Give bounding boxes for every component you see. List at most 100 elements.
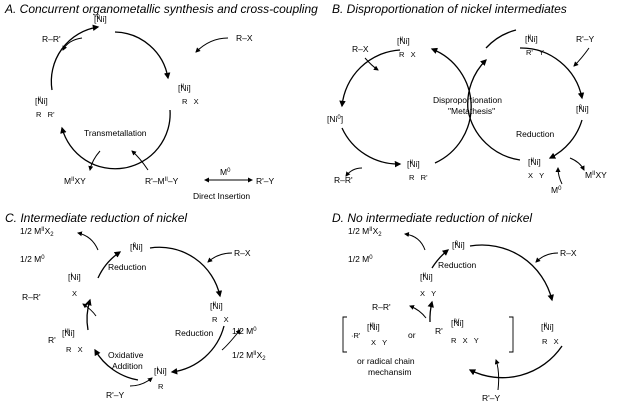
ry-label: R'–Y — [576, 34, 594, 44]
panel-c-title: C. Intermediate reduction of nickel — [5, 211, 188, 225]
mxy-arrow — [88, 150, 101, 171]
center-label-1: Disproportionation — [433, 95, 502, 105]
cycle-arc — [85, 298, 92, 331]
rx-arrow — [207, 252, 233, 263]
cycle-arc — [97, 251, 122, 279]
oxadd-label-1: Oxidative — [108, 350, 144, 360]
rx-label: R–X — [352, 44, 369, 54]
cycle-arc — [94, 348, 139, 381]
reduction-right-label: Reduction — [175, 328, 214, 338]
ry-label: R'–Y — [106, 390, 124, 400]
ni-ii-label: [Ni]II — [541, 322, 554, 332]
panel-b: R–X [Ni]II R X [Ni]II R' Y R'–Y [Ni0] [N… — [327, 29, 607, 195]
ni-iii-r-label: R' — [48, 335, 56, 345]
ni0-label: [Ni]0 — [452, 240, 465, 250]
oxadd-label-2: Addition — [112, 361, 143, 371]
m0-label: M0 — [220, 167, 231, 177]
bracket-left — [342, 316, 347, 353]
reduction-right-arrow — [221, 329, 241, 351]
cycle-arc — [519, 47, 585, 100]
rx-label: R–X — [236, 33, 253, 43]
cycle-arc — [114, 31, 171, 80]
rr-arrow — [409, 305, 427, 319]
cycle-arc — [427, 300, 434, 323]
mxy-label: MIIXY — [585, 170, 607, 180]
ni-ii-sub: R X — [542, 337, 559, 346]
ni-iii-sub: X Y — [371, 338, 387, 347]
panel-d: 1/2 MIIX2 1/2 M0 [Ni]0 Reduction R–X [Ni… — [342, 226, 577, 403]
rx-arrow — [364, 57, 379, 71]
rmy-label: R'–MII–Y — [145, 176, 179, 186]
cycle-arc — [485, 29, 517, 49]
ni-rr-label: [Ni]II — [407, 159, 420, 169]
ry-arrow — [129, 377, 153, 387]
ni-rx-sub: R X — [182, 97, 199, 106]
cycle-arc — [339, 49, 401, 108]
ni-i-r-sub: R — [158, 382, 164, 391]
rr-label: R–R' — [22, 292, 41, 302]
ni-iii-r-label: ·R' — [351, 331, 361, 340]
mxy-label: MIIXY — [64, 176, 86, 186]
ry-label: R'–Y — [482, 393, 500, 403]
mxy-arrow — [569, 157, 585, 171]
ni-xy-label: [Ni]II — [420, 272, 433, 282]
ni-rx-label: [Ni]II — [178, 83, 191, 93]
ni-xy-sub: X Y — [420, 289, 436, 298]
radical-label-1: or radical chain — [357, 356, 415, 366]
reduction-label: Reduction — [516, 129, 555, 139]
radical-label-2: mechansim — [368, 367, 411, 377]
reduction-label: Reduction — [438, 260, 477, 270]
ni-iii-label: [Ni]III — [62, 328, 75, 338]
ni-ii-sub: R X — [212, 315, 229, 324]
ni-ry-sub: R' Y — [526, 48, 544, 57]
ni-xy-label: [Ni]II — [528, 157, 541, 167]
rx-label: R–X — [560, 248, 577, 258]
ni-i-x-label: [Ni]I — [68, 272, 81, 282]
ni-rr-label: [Ni]II — [35, 96, 48, 106]
ni-iii-sub: R X — [66, 345, 83, 354]
rx-arrow — [195, 37, 229, 53]
cycle-arc — [341, 127, 402, 168]
or-label: or — [408, 330, 416, 340]
cycle-arc — [431, 249, 450, 269]
m0-label: M0 — [551, 185, 562, 195]
rr-label: R–R' — [334, 175, 353, 185]
ry-label: R'–Y — [256, 176, 274, 186]
direct-insertion-label: Direct Insertion — [193, 191, 250, 201]
ni-xy-sub: X Y — [528, 171, 544, 180]
cycle-arc — [60, 109, 171, 170]
cycle-arc — [50, 24, 100, 91]
ni-i-x-sub: X — [72, 289, 77, 298]
cycle-arc — [467, 59, 521, 161]
cycle-arc — [430, 47, 472, 164]
rx-label: R–X — [234, 248, 251, 258]
rmy-arrow — [131, 150, 149, 171]
ni-i-r-label: [Ni]I — [154, 366, 167, 376]
panel-a-title: A. Concurrent organometallic synthesis a… — [5, 2, 318, 16]
ni-rx-sub: R X — [399, 50, 416, 59]
half-m0-label: 1/2 M0 — [348, 254, 373, 264]
ni-iv-r-label: R' — [435, 326, 443, 336]
rr-arrow — [345, 167, 363, 177]
rr-label: R–R' — [372, 302, 391, 312]
panel-a: [Ni]0 R–X R–R' [Ni]II R X [Ni]II R R' Tr… — [35, 14, 274, 201]
cycle-arc — [170, 325, 225, 375]
reduction-top-arrow — [77, 231, 99, 251]
ni0-label: [Ni]0 — [130, 242, 143, 252]
half-m0-label: 1/2 M0 — [20, 254, 45, 264]
rr-arrow — [82, 303, 97, 317]
rx-arrow — [535, 252, 559, 263]
ni-rr-sub: R R' — [409, 173, 428, 182]
center-label-2: "Metathesis" — [448, 106, 495, 116]
transmetallation-label: Transmetallation — [84, 128, 147, 138]
ni-ry-label: [Ni]II — [525, 34, 538, 44]
ni-iv-label: [Ni]IV — [451, 318, 464, 328]
panel-b-title: B. Disproportionation of nickel intermed… — [332, 2, 567, 16]
cycle-arc — [149, 246, 223, 298]
panel-d-title: D. No intermediate reduction of nickel — [332, 211, 533, 225]
ry-arrow — [494, 359, 500, 391]
half-mx2-label: 1/2 MIIX2 — [20, 226, 54, 238]
ry-arrow — [573, 47, 590, 67]
cycle-arc — [548, 119, 583, 159]
